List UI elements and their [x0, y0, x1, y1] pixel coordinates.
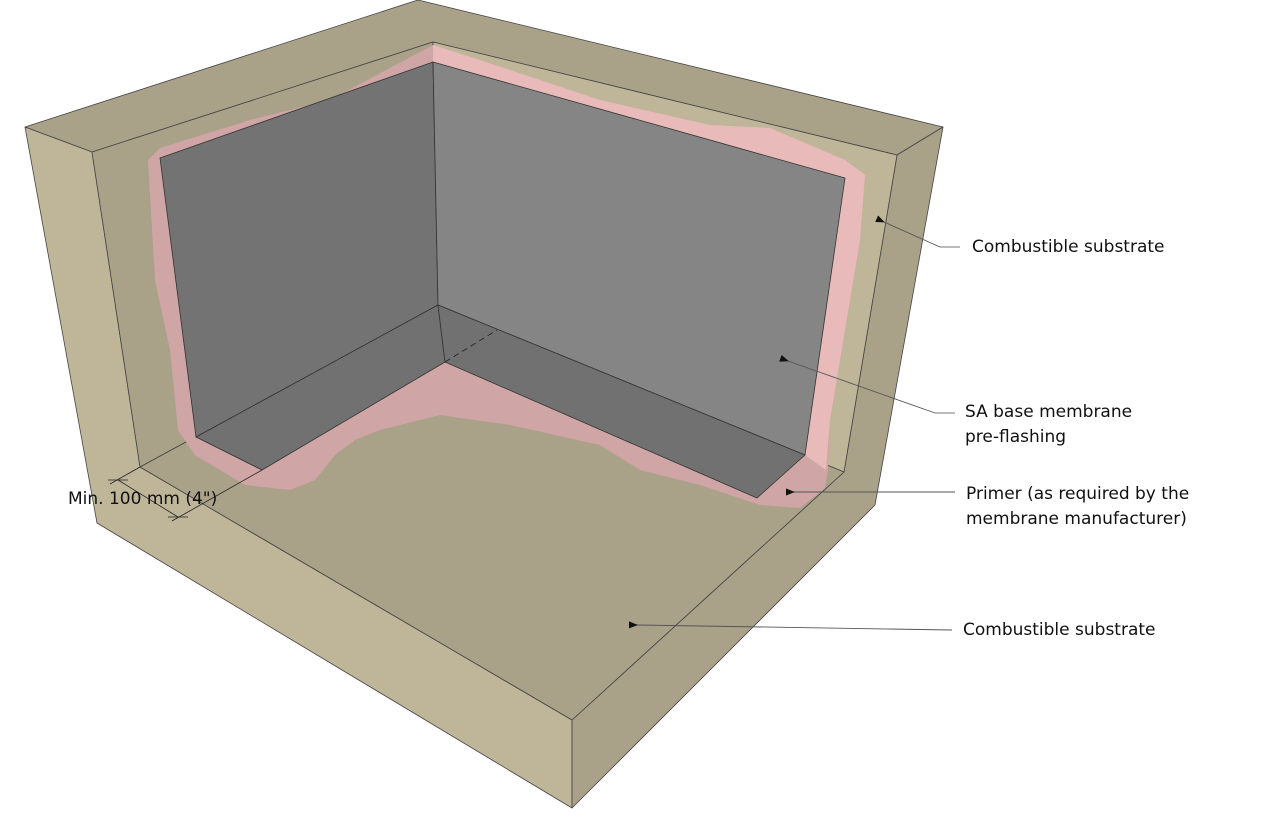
membrane-floor-right [437, 304, 806, 499]
dimension-marker [108, 466, 263, 522]
label-primer-line2: membrane manufacturer) [966, 509, 1187, 529]
leader-substrate-floor [628, 621, 953, 631]
label-membrane-line2: pre-flashing [965, 427, 1067, 447]
label-primer-line1: Primer (as required by the [966, 484, 1190, 504]
label-substrate-wall: Combustible substrate [972, 237, 1165, 257]
label-membrane: SA base membrane pre-flashing [965, 400, 1132, 450]
label-substrate-floor: Combustible substrate [963, 620, 1156, 640]
primer-layer-wall [433, 45, 865, 470]
label-dimension: Min. 100 mm (4") [68, 489, 218, 509]
label-primer: Primer (as required by the membrane manu… [966, 482, 1189, 532]
hidden-edge-dashed [444, 329, 498, 363]
label-membrane-line1: SA base membrane [965, 402, 1133, 422]
